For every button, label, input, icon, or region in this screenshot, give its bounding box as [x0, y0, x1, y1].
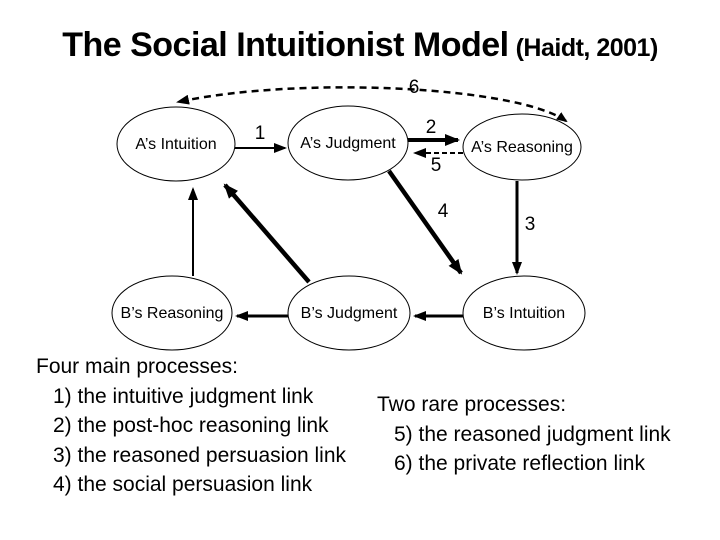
- two-rare-processes-list: Two rare processes: 5) the reasoned judg…: [377, 390, 671, 479]
- link-6-private-reflection-arc: [176, 86, 568, 123]
- link-label-1: 1: [255, 123, 266, 144]
- list-item: 1) the intuitive judgment link: [53, 384, 314, 408]
- link-label-6: 6: [409, 77, 420, 98]
- link-label-3: 3: [525, 214, 536, 235]
- list-item: 4) the social persuasion link: [53, 473, 313, 496]
- title-citation: (Haidt, 2001): [515, 34, 659, 62]
- node-b-intuition: [462, 275, 586, 351]
- node-label-b-intuition: B’s Intuition: [483, 305, 565, 322]
- b-judgment-to-a-intuition-arrow: [223, 183, 311, 284]
- link-label-4: 4: [438, 201, 449, 222]
- left-notes-heading: Four main processes:: [36, 355, 238, 378]
- title-main: The Social Intuitionist Model: [62, 26, 509, 64]
- node-label-a-reasoning: A’s Reasoning: [471, 139, 573, 156]
- node-label-a-intuition: A’s Intuition: [135, 136, 216, 153]
- link-label-2: 2: [426, 117, 437, 138]
- node-label-a-judgment: A’s Judgment: [300, 135, 396, 152]
- node-label-b-judgment: B’s Judgment: [301, 305, 398, 322]
- node-a-intuition: [116, 106, 236, 182]
- node-label-b-reasoning: B’s Reasoning: [121, 305, 224, 322]
- list-item: 5) the reasoned judgment link: [394, 422, 671, 446]
- link-label-5: 5: [431, 155, 442, 176]
- slide-title: The Social Intuitionist Model(Haidt, 200…: [0, 24, 720, 73]
- four-main-processes-list: Four main processes: 1) the intuitive ju…: [36, 352, 346, 500]
- node-b-judgment: [287, 275, 411, 351]
- list-item: 3) the reasoned persuasion link: [53, 443, 347, 467]
- list-item: 6) the private reflection link: [394, 452, 645, 475]
- list-item: 2) the post-hoc reasoning link: [53, 414, 329, 437]
- right-notes-heading: Two rare processes:: [377, 393, 567, 416]
- link-4-social-persuasion-arrow: [387, 169, 463, 275]
- node-b-reasoning: [111, 275, 233, 351]
